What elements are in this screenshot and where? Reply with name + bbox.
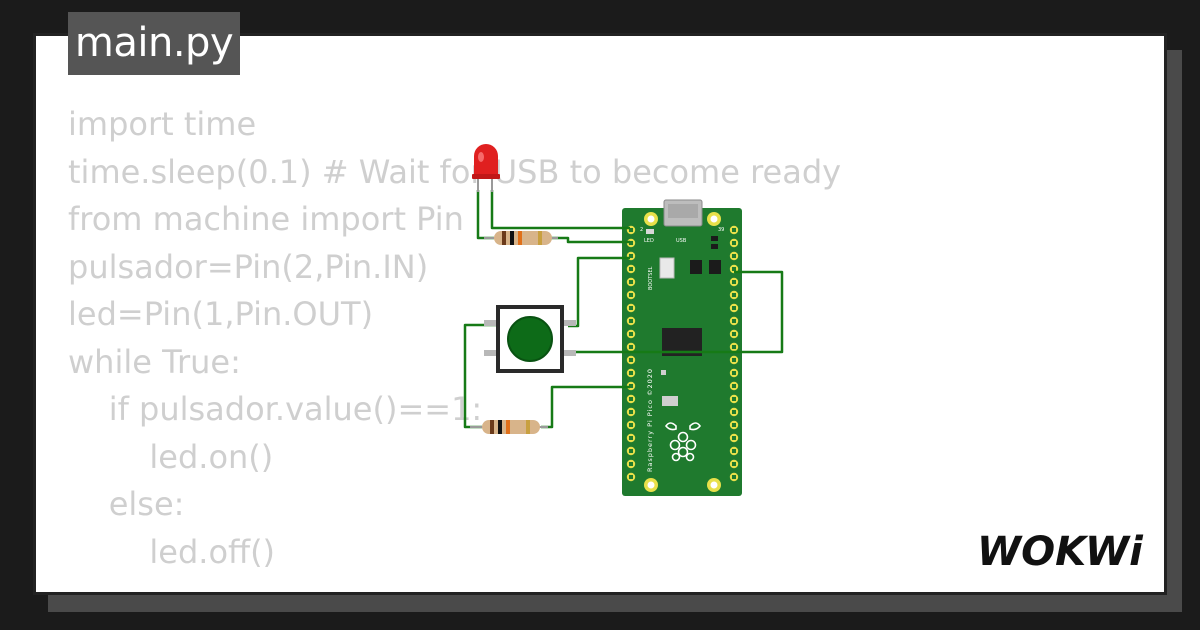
- left-pin-header: [626, 225, 636, 482]
- resistor-icon[interactable]: [484, 231, 558, 245]
- pin-hole: [732, 319, 736, 323]
- pin-hole: [629, 241, 633, 245]
- pin-hole: [732, 280, 736, 284]
- pin-hole: [629, 436, 633, 440]
- code-line: led.off(): [68, 532, 276, 571]
- code-line: else:: [68, 485, 185, 523]
- pin-hole: [629, 254, 633, 258]
- preview-card: [33, 33, 1167, 595]
- pin-hole: [732, 462, 736, 466]
- led-silkscreen: LED: [644, 238, 654, 244]
- pin-hole: [732, 345, 736, 349]
- raspberry-pi-pico-icon[interactable]: USB LED 2 39 BOOTSEL Raspberry Pi Pico ©…: [622, 199, 742, 496]
- push-button-icon[interactable]: [484, 305, 576, 373]
- pin-hole: [732, 254, 736, 258]
- pin-hole: [629, 319, 633, 323]
- bootsel-silkscreen: BOOTSEL: [648, 266, 654, 290]
- code-listing: import time time.sleep(0.1) # Wait for U…: [68, 101, 841, 576]
- right-pin-header: [729, 225, 739, 482]
- wokwi-logo: WOKWi: [977, 529, 1144, 575]
- pin-hole: [732, 332, 736, 336]
- code-line: pulsador=Pin(2,Pin.IN): [68, 247, 429, 286]
- pin-hole: [732, 475, 736, 479]
- pin-hole: [629, 423, 633, 427]
- pin-hole: [629, 410, 633, 414]
- pin-hole: [629, 228, 633, 232]
- code-line: time.sleep(0.1) # Wait for USB to become…: [68, 152, 842, 191]
- pin-hole: [629, 475, 633, 479]
- pin-hole: [732, 384, 736, 388]
- wire-button-resistor2: [463, 323, 498, 429]
- usb-silkscreen: USB: [676, 238, 687, 244]
- pin-hole: [732, 397, 736, 401]
- raspberry-logo-icon: [665, 422, 701, 462]
- onboard-led: [646, 229, 654, 234]
- wokwi-logo-text: WOKWi: [977, 529, 1144, 575]
- wire-button-gp2: [568, 256, 630, 328]
- pin-hole: [629, 280, 633, 284]
- board-name-silkscreen: Raspberry Pi Pico ©2020: [646, 368, 654, 472]
- pin-hole: [629, 358, 633, 362]
- file-tab-main-py[interactable]: main.py: [68, 12, 240, 75]
- pin-hole: [732, 228, 736, 232]
- resistor-icon[interactable]: [470, 420, 548, 434]
- pin-hole: [629, 371, 633, 375]
- code-line: led=Pin(1,Pin.OUT): [68, 295, 374, 333]
- code-line: import time: [68, 105, 257, 143]
- pin-hole: [732, 436, 736, 440]
- pin-hole: [629, 267, 633, 271]
- pin-hole: [629, 293, 633, 297]
- code-line: if pulsador.value()==1:: [68, 390, 483, 428]
- pin-hole: [629, 384, 633, 388]
- wire-resistor1-gnd: [551, 236, 630, 244]
- pin-hole: [629, 345, 633, 349]
- wire-led-anode: [490, 190, 630, 230]
- pin-hole: [732, 306, 736, 310]
- pin-hole: [732, 371, 736, 375]
- pin-label-right: 39: [718, 227, 724, 233]
- pin-hole: [629, 332, 633, 336]
- pin-hole: [629, 449, 633, 453]
- bootsel-button[interactable]: [659, 257, 675, 279]
- pin-hole: [732, 358, 736, 362]
- red-led-icon[interactable]: [472, 144, 500, 192]
- pin-hole: [629, 462, 633, 466]
- code-line: while True:: [68, 342, 241, 381]
- pin-label-left: 2: [640, 227, 643, 233]
- pin-hole: [732, 267, 736, 271]
- pin-hole: [732, 449, 736, 453]
- pin-hole: [629, 397, 633, 401]
- wire-resistor2-gnd: [541, 385, 630, 429]
- code-line: led.on(): [68, 437, 274, 476]
- code-line: from machine import Pin: [68, 200, 464, 238]
- pin-hole: [732, 423, 736, 427]
- pin-hole: [629, 306, 633, 310]
- pin-hole: [732, 293, 736, 297]
- pin-hole: [732, 410, 736, 414]
- wire-3v3: [568, 270, 784, 354]
- pin-hole: [732, 241, 736, 245]
